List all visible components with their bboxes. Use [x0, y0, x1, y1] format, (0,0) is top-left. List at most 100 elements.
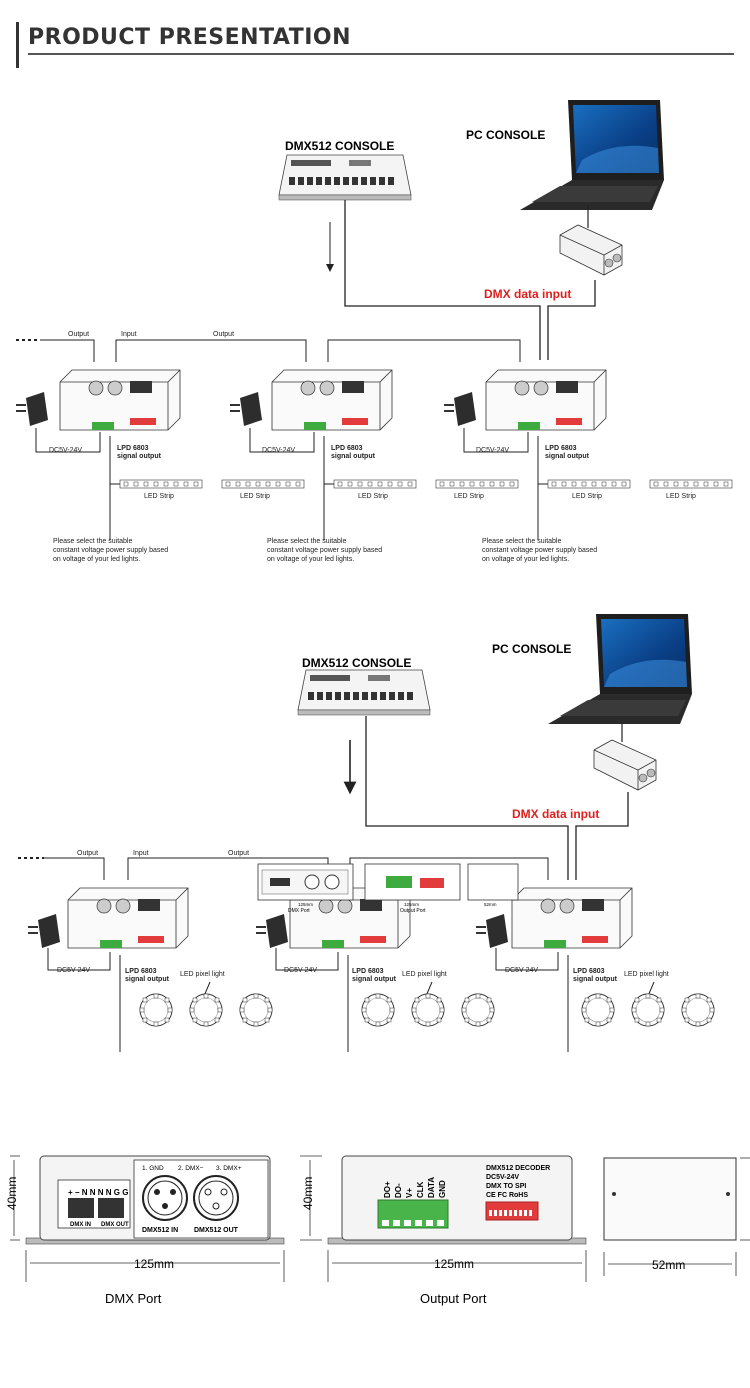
- signal-output-sub-3: signal output: [545, 453, 590, 460]
- width-label-dmx: 125mm: [134, 1257, 174, 1271]
- led-strip-label-3b: LED Strip: [666, 493, 696, 500]
- power-label-5: DC5V-24V: [284, 967, 317, 974]
- led-strip-2a: [333, 479, 417, 489]
- header-accent-bar: [16, 22, 19, 68]
- note-1-line1: Please select the suitable: [53, 538, 132, 545]
- inset-125-label-a: 125mm: [298, 902, 313, 907]
- terminal-clk: CLK: [416, 1181, 425, 1198]
- dmx-console-label: DMX512 CONSOLE: [285, 139, 394, 153]
- decoder-unit-6: [511, 887, 633, 949]
- pixel-ring-5: [411, 993, 445, 1027]
- led-strip-label-1a: LED Strip: [144, 493, 174, 500]
- xlr-gnd-label: 1. GND: [142, 1165, 164, 1172]
- led-strip-3a: [547, 479, 631, 489]
- decoder-line4: CE FC RoHS: [486, 1192, 528, 1199]
- height-label-2: 40mm: [301, 1177, 315, 1210]
- power-label-2: DC5V-24V: [262, 447, 295, 454]
- led-pixel-label-2: LED pixel light: [402, 971, 447, 978]
- note-2-line1: Please select the suitable: [267, 538, 346, 545]
- signal-output-sub-4: signal output: [125, 976, 170, 983]
- led-strip-2b: [435, 479, 519, 489]
- inset-views: DMX Port Output Port 125mm 125mm 52mm: [257, 863, 519, 914]
- pixel-ring-8: [631, 993, 665, 1027]
- dmx512-in-label: DMX512 IN: [142, 1227, 178, 1234]
- output-label-2b: Output: [228, 850, 249, 857]
- terminal-do-plus: DO+: [383, 1181, 392, 1198]
- inset-output-port-label: Output Port: [400, 908, 426, 914]
- pixel-ring-6: [461, 993, 495, 1027]
- signal-output-sub-5: signal output: [352, 976, 397, 983]
- power-adapter-icon-2: [230, 392, 262, 426]
- terminal-do-minus: DO-: [394, 1183, 403, 1198]
- pc-console-label-2: PC CONSOLE: [492, 642, 571, 656]
- power-label-4: DC5V-24V: [57, 967, 90, 974]
- height-label-1: 40mm: [5, 1177, 19, 1210]
- power-adapter-icon-6: [476, 914, 508, 948]
- dmx-console-label-2: DMX512 CONSOLE: [302, 656, 411, 670]
- dmx-out-label: DMX OUT: [101, 1222, 129, 1228]
- note-2-line3: on voltage of your led lights.: [267, 556, 354, 563]
- led-strip-label-2b: LED Strip: [454, 493, 484, 500]
- led-strip-1a: [119, 479, 203, 489]
- note-3-line1: Please select the suitable: [482, 538, 561, 545]
- pixel-ring-7: [581, 993, 615, 1027]
- note-3-line2: constant voltage power supply based: [482, 547, 597, 554]
- decoder-unit-1: [59, 369, 181, 431]
- diagram-1: PC CONSOLE DMX512 CONSOLE DMX data input…: [16, 100, 733, 563]
- signal-output-sub-1: signal output: [117, 453, 162, 460]
- xlr-minus-label: 2. DMX−: [178, 1165, 204, 1172]
- led-strip-1b: [221, 479, 305, 489]
- rj-pin-labels: + − N N N N G G: [68, 1188, 128, 1197]
- terminal-data: DATA: [427, 1177, 436, 1198]
- led-strip-label-2a: LED Strip: [358, 493, 388, 500]
- note-2-line2: constant voltage power supply based: [267, 547, 382, 554]
- signal-output-title-6: LPD 6803: [573, 968, 605, 975]
- power-label-1: DC5V-24V: [49, 447, 82, 454]
- signal-output-sub-6: signal output: [573, 976, 618, 983]
- decoder-unit-4: [67, 887, 189, 949]
- laptop-icon: [520, 100, 664, 210]
- dmx512-out-label: DMX512 OUT: [194, 1227, 239, 1234]
- width-label-out: 125mm: [434, 1257, 474, 1271]
- output-label-2a: Output: [77, 850, 98, 857]
- dmx-console-icon: [278, 154, 412, 201]
- note-3-line3: on voltage of your led lights.: [482, 556, 569, 563]
- pixel-ring-2: [189, 993, 223, 1027]
- page-title: PRODUCT PRESENTATION: [28, 25, 352, 50]
- dmx-console-icon-2: [297, 669, 431, 716]
- decoder-line2: DC5V-24V: [486, 1174, 519, 1181]
- xlr-plus-label: 3. DMX+: [216, 1165, 242, 1172]
- usb-dmx-converter-icon: [559, 224, 623, 276]
- terminal-v-plus: V+: [405, 1188, 414, 1198]
- pixel-ring-4: [361, 993, 395, 1027]
- signal-output-title-1: LPD 6803: [117, 445, 149, 452]
- pixel-ring-9: [681, 993, 715, 1027]
- header-rule: [28, 53, 734, 55]
- decoder-line1: DMX512 DECODER: [486, 1165, 550, 1172]
- diagram-2: PC CONSOLE DMX512 CONSOLE DMX data input…: [18, 614, 715, 1052]
- decoder-unit-3: [485, 369, 607, 431]
- power-label-3: DC5V-24V: [476, 447, 509, 454]
- dmx-in-label: DMX IN: [70, 1222, 91, 1228]
- led-pixel-label-3: LED pixel light: [624, 971, 669, 978]
- signal-output-title-4: LPD 6803: [125, 968, 157, 975]
- output-label-2: Output: [213, 331, 234, 338]
- laptop-icon-2: [548, 614, 692, 724]
- power-adapter-icon-4: [28, 914, 60, 948]
- led-strip-3b: [649, 479, 733, 489]
- power-label-6: DC5V-24V: [505, 967, 538, 974]
- dimension-views: + − N N N N G G DMX IN DMX OUT 1. GND 2.…: [5, 1155, 750, 1306]
- power-adapter-icon-1: [16, 392, 48, 426]
- section-header: PRODUCT PRESENTATION: [0, 22, 750, 70]
- pixel-ring-1: [139, 993, 173, 1027]
- inset-125-label-b: 125mm: [404, 902, 419, 907]
- led-strip-label-1b: LED Strip: [240, 493, 270, 500]
- signal-output-title-3: LPD 6803: [545, 445, 577, 452]
- pc-console-label: PC CONSOLE: [466, 128, 545, 142]
- input-label-1: Input: [121, 331, 137, 338]
- inset-52-label: 52mm: [484, 902, 497, 907]
- dmx-data-input-label: DMX data input: [484, 287, 571, 301]
- width-label-side: 52mm: [652, 1258, 685, 1272]
- note-1-line3: on voltage of your led lights.: [53, 556, 140, 563]
